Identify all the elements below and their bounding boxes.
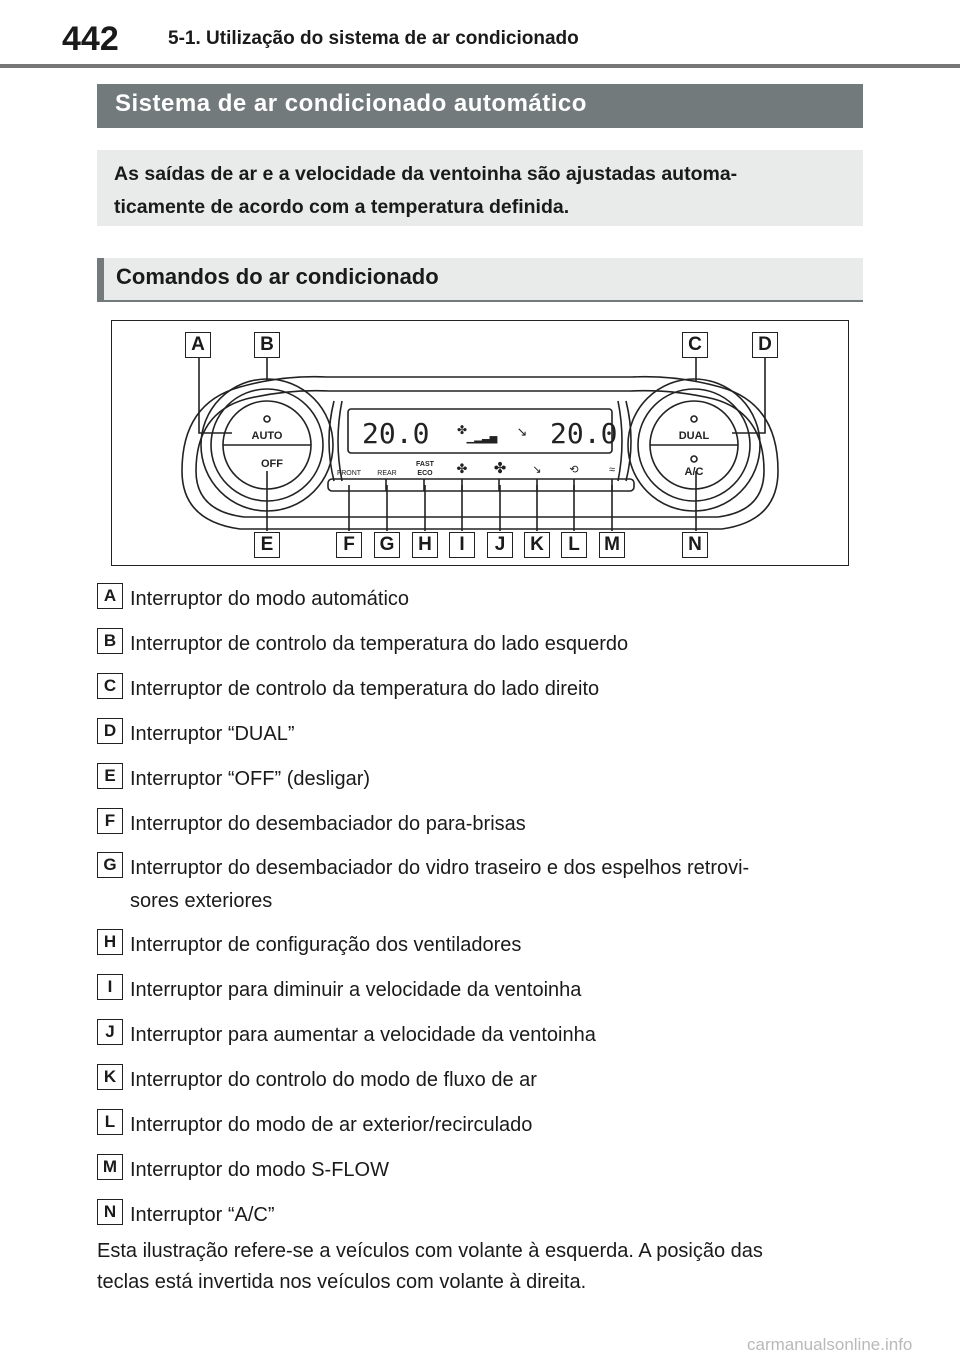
legend-text: Interruptor do modo automático bbox=[130, 588, 410, 610]
left-slat bbox=[328, 400, 335, 482]
callout-i: I bbox=[449, 532, 475, 558]
legend-text: Interruptor “A/C” bbox=[130, 1204, 275, 1226]
right-slat bbox=[625, 400, 632, 482]
legend-text: Interruptor do desembaciador do para-bri… bbox=[130, 813, 526, 835]
callout-e: E bbox=[254, 532, 280, 558]
climate-panel-illustration: AUTO OFF DUAL A/C 20.0 20.0 FRONT REAR F… bbox=[181, 356, 779, 531]
legend-text: Interruptor do desembaciador do vidro tr… bbox=[130, 852, 860, 918]
legend-text: Interruptor de controlo da temperatura d… bbox=[130, 633, 629, 655]
left-slat-2 bbox=[337, 400, 343, 482]
rear-label: REAR bbox=[377, 470, 396, 477]
footnote: Esta ilustração refere-se a veículos com… bbox=[97, 1236, 863, 1298]
button-row bbox=[327, 478, 635, 492]
recirculation-icon: ⟲ bbox=[569, 464, 578, 476]
subsection-divider bbox=[97, 300, 863, 302]
watermark: carmanualsonline.info bbox=[747, 1335, 913, 1354]
callout-d: D bbox=[752, 332, 778, 358]
front-label: FRONT bbox=[337, 470, 362, 477]
callout-g: G bbox=[374, 532, 400, 558]
right-knob-outer bbox=[627, 378, 761, 512]
fan-level-icon: ▁▂▃▅ bbox=[466, 433, 498, 444]
callout-m: M bbox=[599, 532, 625, 558]
leader-d bbox=[732, 356, 766, 434]
header-divider bbox=[0, 64, 960, 68]
legend-badge: K bbox=[97, 1064, 123, 1090]
right-knob-ring bbox=[637, 388, 751, 502]
legend-text: Interruptor do modo S-FLOW bbox=[130, 1159, 389, 1181]
intro-box: As saídas de ar e a velocidade da ventoi… bbox=[97, 150, 863, 226]
display-screen bbox=[347, 408, 613, 454]
legend-badge: J bbox=[97, 1019, 123, 1045]
eco-label: ECO bbox=[417, 470, 433, 477]
auto-label: AUTO bbox=[252, 430, 283, 442]
legend-badge: G bbox=[97, 852, 123, 878]
s-flow-icon: ≈ bbox=[609, 464, 615, 476]
callout-h: H bbox=[412, 532, 438, 558]
airflow-mode-icon: ↘ bbox=[532, 464, 541, 476]
legend-text: Interruptor do controlo do modo de fluxo… bbox=[130, 1069, 537, 1091]
right-slat-2 bbox=[617, 400, 623, 482]
left-temp-readout: 20.0 bbox=[362, 417, 429, 450]
intro-line-2: ticamente de acordo com a temperatura de… bbox=[114, 196, 570, 218]
panel-housing bbox=[181, 375, 779, 530]
legend-badge: H bbox=[97, 929, 123, 955]
legend-badge: B bbox=[97, 628, 123, 654]
footnote-line-2: teclas está invertida nos veículos com v… bbox=[97, 1271, 587, 1293]
panel-inner-rim bbox=[195, 389, 765, 518]
section-title: Sistema de ar condicionado automático bbox=[97, 84, 863, 128]
ac-label: A/C bbox=[685, 466, 704, 478]
legend-text-line-2: sores exteriores bbox=[130, 890, 273, 912]
leader-a bbox=[198, 356, 232, 434]
callout-l: L bbox=[561, 532, 587, 558]
dual-indicator bbox=[690, 415, 698, 423]
legend-text-line-1: Interruptor do desembaciador do vidro tr… bbox=[130, 857, 750, 879]
climate-panel-figure: AUTO OFF DUAL A/C 20.0 20.0 FRONT REAR F… bbox=[111, 320, 849, 566]
legend-text: Interruptor “OFF” (desligar) bbox=[130, 768, 371, 790]
auto-indicator bbox=[263, 415, 271, 423]
legend-badge: L bbox=[97, 1109, 123, 1135]
right-temp-readout: 20.0 bbox=[550, 417, 617, 450]
legend-text: Interruptor de controlo da temperatura d… bbox=[130, 678, 600, 700]
callout-f: F bbox=[336, 532, 362, 558]
legend-text: Interruptor do modo de ar exterior/recir… bbox=[130, 1114, 533, 1136]
fan-high-icon: ✤ bbox=[494, 460, 507, 477]
legend-badge: D bbox=[97, 718, 123, 744]
legend-badge: I bbox=[97, 974, 123, 1000]
airflow-display-icon: ↘ bbox=[517, 424, 528, 439]
chapter-title: 5-1. Utilização do sistema de ar condici… bbox=[168, 28, 579, 49]
intro-line-1: As saídas de ar e a velocidade da ventoi… bbox=[114, 163, 738, 185]
callout-b: B bbox=[254, 332, 280, 358]
callout-n: N bbox=[682, 532, 708, 558]
legend-badge: F bbox=[97, 808, 123, 834]
page-number: 442 bbox=[62, 20, 119, 58]
legend-text: Interruptor “DUAL” bbox=[130, 723, 295, 745]
callout-k: K bbox=[524, 532, 550, 558]
legend-badge: N bbox=[97, 1199, 123, 1225]
legend-badge: E bbox=[97, 763, 123, 789]
fan-low-icon: ✤ bbox=[457, 461, 468, 476]
subsection-title: Comandos do ar condicionado bbox=[97, 258, 863, 302]
fan-speed-icon: ✤ bbox=[457, 423, 467, 437]
legend-text: Interruptor para aumentar a velocidade d… bbox=[130, 1024, 596, 1046]
legend-badge: M bbox=[97, 1154, 123, 1180]
fast-label: FAST bbox=[416, 461, 435, 468]
off-label: OFF bbox=[261, 458, 283, 470]
callout-c: C bbox=[682, 332, 708, 358]
legend-badge: A bbox=[97, 583, 123, 609]
legend-text: Interruptor de configuração dos ventilad… bbox=[130, 934, 522, 956]
legend-text: Interruptor para diminuir a velocidade d… bbox=[130, 979, 582, 1001]
ac-indicator bbox=[690, 455, 698, 463]
footnote-line-1: Esta ilustração refere-se a veículos com… bbox=[97, 1240, 763, 1262]
callout-a: A bbox=[185, 332, 211, 358]
dual-label: DUAL bbox=[679, 430, 710, 442]
legend-badge: C bbox=[97, 673, 123, 699]
callout-j: J bbox=[487, 532, 513, 558]
